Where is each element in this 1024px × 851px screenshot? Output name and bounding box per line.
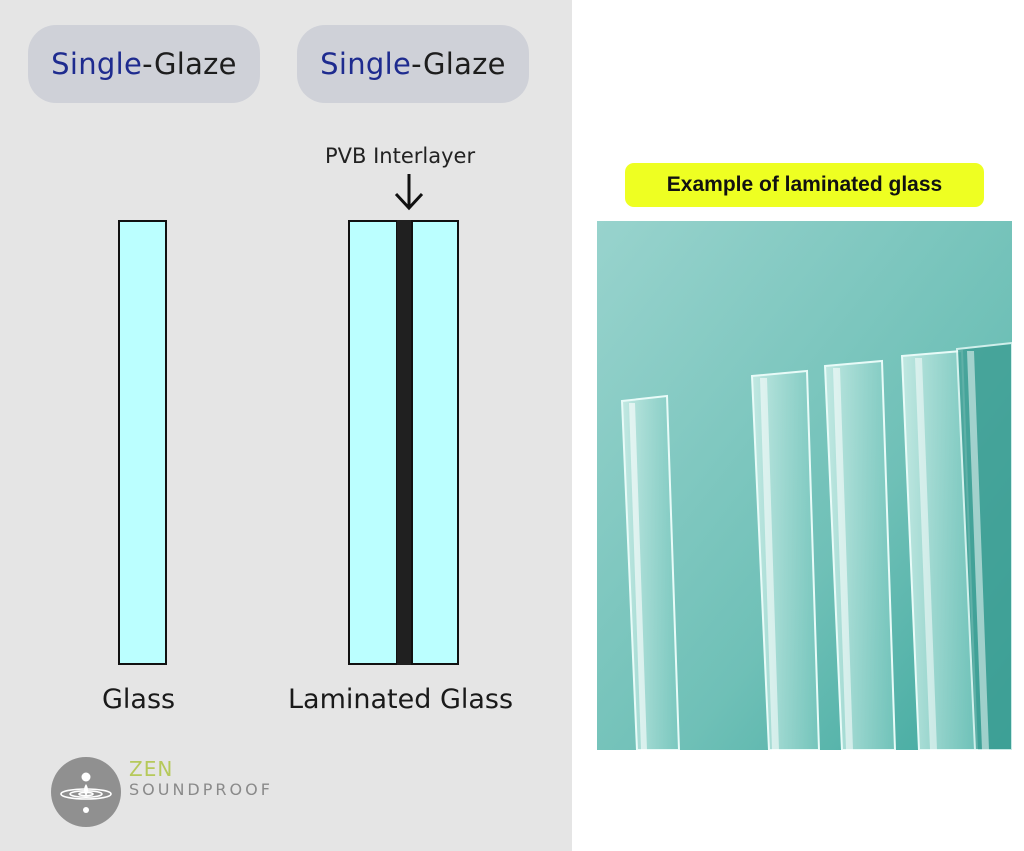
single-glaze-pill: Single-Glaze xyxy=(28,25,260,103)
logo-text-zen: ZEN xyxy=(129,757,174,781)
diagram-panel: Single-Glaze Single-Glaze PVB Interlayer… xyxy=(0,0,572,851)
laminated-glass-caption: Laminated Glass xyxy=(288,684,514,715)
single-glass-pane xyxy=(118,220,167,665)
down-arrow-icon xyxy=(394,174,424,211)
pvb-interlayer xyxy=(397,220,412,665)
zen-logo-icon xyxy=(51,757,121,827)
pvb-interlayer-label: PVB Interlayer xyxy=(325,144,476,168)
single-glaze-pill-laminated: Single-Glaze xyxy=(297,25,529,103)
example-laminated-glass-label: Example of laminated glass xyxy=(625,163,984,207)
pill-label-prefix: Single xyxy=(51,47,143,81)
laminated-glass-photo xyxy=(597,221,1012,750)
pill-label-suffix: -Glaze xyxy=(411,47,506,81)
pill-label-suffix: -Glaze xyxy=(142,47,237,81)
pill-label-prefix: Single xyxy=(320,47,412,81)
laminated-glass-pane-right xyxy=(411,220,459,665)
laminated-glass-pane-left xyxy=(348,220,398,665)
glass-caption: Glass xyxy=(102,684,176,715)
logo-text-soundproof: SOUNDPROOF xyxy=(129,780,273,799)
